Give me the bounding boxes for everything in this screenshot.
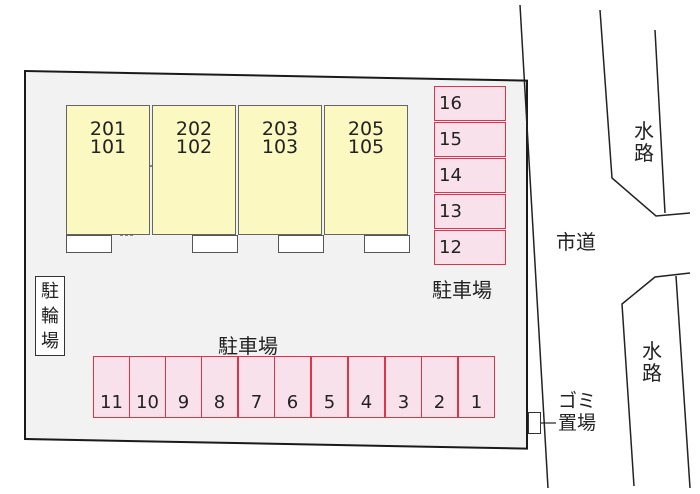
unit-lower-number: 103 xyxy=(261,136,299,158)
unit-upper-number: 202 xyxy=(175,118,213,140)
waterway-lower-edge-left xyxy=(621,272,691,487)
building-unit: 203 103 xyxy=(238,105,322,235)
waterway-label-upper: 水 路 xyxy=(632,120,656,164)
city-road-label: 市道 xyxy=(556,230,596,254)
unit-lower-number: 101 xyxy=(89,136,127,158)
parking-stall: 7 xyxy=(238,356,275,418)
waterway-label-char: 水 xyxy=(634,119,654,143)
unit-lower-number: 102 xyxy=(175,136,213,158)
parking-stall: 9 xyxy=(165,356,202,418)
parking-stall: 2 xyxy=(421,356,458,418)
unit-upper-number: 203 xyxy=(261,118,299,140)
building-unit: 205 105 xyxy=(324,105,408,235)
parking-stall: 10 xyxy=(129,356,166,418)
bicycle-parking-label-char: 輪 xyxy=(41,306,59,327)
garbage-area-box xyxy=(528,412,541,434)
parking-label-bottom: 駐車場 xyxy=(218,334,278,358)
bicycle-parking-label-char: 駐 xyxy=(41,281,59,302)
building-unit: 202 102 xyxy=(152,105,236,235)
parking-stall: 12 xyxy=(434,230,506,265)
garbage-label-line: ゴミ xyxy=(558,390,597,412)
parking-label-right: 駐車場 xyxy=(432,278,492,302)
building-unit: 201 101 xyxy=(66,105,150,235)
parking-stall: 6 xyxy=(274,356,311,418)
parking-stall: 14 xyxy=(434,158,506,193)
entrance-box xyxy=(66,235,112,253)
garbage-label-line: 置場 xyxy=(558,412,597,434)
parking-stall: 15 xyxy=(434,122,506,157)
waterway-lower-edge-right xyxy=(675,275,691,489)
waterway-label-char: 路 xyxy=(634,141,654,165)
waterway-label-char: 水 xyxy=(642,339,662,363)
parking-stall: 5 xyxy=(311,356,348,418)
waterway-upper-edge-left xyxy=(599,9,691,217)
parking-stall: 16 xyxy=(434,86,506,121)
unit-upper-number: 201 xyxy=(89,118,127,140)
waterway-upper-edge-right xyxy=(654,29,666,214)
entrance-box xyxy=(364,235,410,253)
entrance-box xyxy=(278,235,324,253)
parking-stall: 4 xyxy=(348,356,385,418)
bicycle-parking: 駐 輪 場 xyxy=(35,276,65,356)
entrance-box xyxy=(192,235,238,253)
unit-upper-number: 205 xyxy=(347,118,385,140)
waterway-label-lower: 水 路 xyxy=(640,340,664,384)
parking-stall: 8 xyxy=(201,356,238,418)
city-road-edge xyxy=(519,4,549,489)
bicycle-parking-label-char: 場 xyxy=(41,331,59,352)
garbage-area-label: ゴミ 置場 xyxy=(558,390,596,434)
parking-stall: 1 xyxy=(458,356,495,418)
parking-stall: 13 xyxy=(434,194,506,229)
parking-stall: 11 xyxy=(93,356,130,418)
waterway-label-char: 路 xyxy=(642,361,662,385)
unit-lower-number: 105 xyxy=(347,136,385,158)
parking-stall: 3 xyxy=(385,356,422,418)
